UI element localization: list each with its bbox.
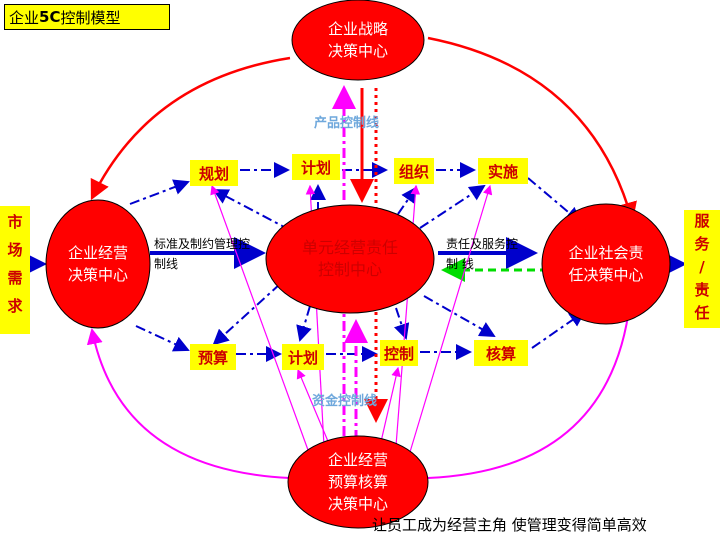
ray-to-implement: [409, 184, 493, 453]
box-budget: 预算: [190, 344, 236, 370]
arrow-center-to-budget: [212, 283, 281, 346]
label-standard-line-2: 制线: [154, 257, 179, 271]
label-product-control-line: 产品控制线: [314, 116, 380, 131]
box-market-demand: 市 场 需 求: [0, 206, 30, 334]
arrow-center-to-accounting: [423, 295, 496, 337]
ray-to-control: [379, 366, 401, 447]
box-service-responsibility: 服 务 / 责 任: [684, 210, 720, 328]
node-budget-shape: [287, 435, 429, 529]
ray-to-plan1: [210, 184, 309, 451]
label-standard-line: 标准及制约管理控 制线: [154, 236, 250, 272]
node-control-center: 单元经营责任 控制中心: [301, 238, 398, 279]
arc-strategy-to-operation: [90, 56, 291, 201]
ray-to-plan3: [296, 368, 331, 447]
arrow-center-to-implement: [419, 184, 486, 229]
title-suffix: 控制模型: [60, 8, 121, 27]
label-responsibility-line-2: 制 线: [446, 257, 474, 271]
box-control: 控制: [380, 340, 418, 366]
box-organize: 组织: [394, 158, 434, 184]
node-operation: 企业经营 决策中心: [67, 244, 128, 284]
box-plan-3: 计划: [282, 344, 324, 370]
arrow-center-to-plan1: [212, 189, 291, 231]
title-highlight: 5C: [39, 8, 61, 26]
node-budget: 企业经营 预算核算 决策中心: [327, 451, 388, 513]
box-implement: 实施: [478, 158, 528, 184]
node-social: 企业社会责 任决策中心: [568, 244, 644, 284]
node-operation-shape: [45, 199, 151, 329]
arc-strategy-to-social: [427, 36, 637, 223]
arc-budget-to-operation: [86, 328, 291, 479]
arc-budget-to-social: [427, 300, 637, 479]
box-accounting: 核算: [474, 340, 528, 366]
node-strategy: 企业战略 决策中心: [327, 20, 388, 60]
label-responsibility-line-1: 责任及服务控: [446, 237, 519, 251]
node-strategy-shape: [291, 0, 425, 81]
arrow-center-to-plan3: [296, 305, 312, 342]
arrow-operation-to-budget: [135, 325, 190, 352]
label-standard-line-1: 标准及制约管理控: [154, 237, 251, 251]
box-plan-1: 规划: [190, 160, 238, 186]
arrow-operation-to-plan1: [129, 179, 190, 205]
node-social-shape: [541, 203, 671, 325]
box-plan-2: 计划: [292, 154, 340, 180]
title-prefix: 企业: [9, 8, 40, 27]
label-responsibility-line: 责任及服务控 制 线: [446, 236, 518, 272]
node-center-shape: [265, 204, 435, 314]
label-capital-control-line: 资金控制线: [312, 394, 378, 409]
footer-slogan: 让员工成为经营主角 使管理变得简单高效: [372, 516, 647, 534]
